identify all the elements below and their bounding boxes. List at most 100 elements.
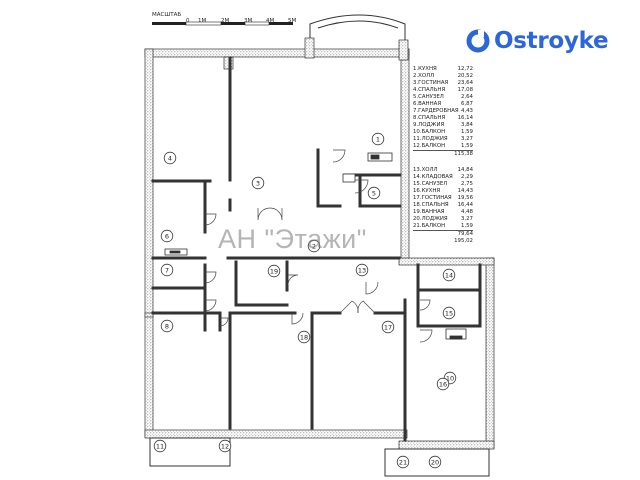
- legend-row: 20.ЛОДЖИЯ 3,27: [413, 216, 473, 223]
- legend-room-name: 16.КУХНЯ: [413, 188, 441, 194]
- room-marker: 13: [355, 263, 369, 277]
- legend-room-name: 18.СПАЛЬНЯ: [413, 202, 449, 208]
- ostroyke-logo: Ostroyke: [466, 26, 609, 56]
- legend-room-area: 2,64: [460, 94, 473, 100]
- room-number: 18: [300, 333, 308, 341]
- legend-row: 17.ГОСТИНАЯ 19,56: [413, 195, 473, 202]
- room-marker: 6: [160, 229, 174, 243]
- legend-room-area: 16,44: [457, 202, 473, 208]
- legend-room-name: 2.ХОЛЛ: [413, 73, 435, 79]
- legend-room-name: 19.ВАННАЯ: [413, 209, 445, 215]
- room-marker: 12: [218, 439, 232, 453]
- legend-room-name: 8.СПАЛЬНЯ: [413, 115, 446, 121]
- legend-room-name: 15.САНУЗЕЛ: [413, 181, 448, 187]
- legend-subtotal-2: 79,64: [413, 231, 473, 238]
- legend-room-name: 9.ЛОДЖИЯ: [413, 122, 445, 128]
- legend-room-area: 2,29: [460, 174, 473, 180]
- legend-room-area: 12,72: [457, 66, 473, 72]
- legend-room-area: 3,27: [460, 216, 473, 222]
- scale-ticks: 0 1М 2М 3М 4М 5М: [152, 18, 312, 25]
- room-number: 15: [445, 309, 453, 317]
- room-number: 6: [165, 232, 169, 240]
- legend-room-name: 21.БАЛКОН: [413, 223, 446, 229]
- room-number: 3: [256, 179, 260, 187]
- legend-room-name: 1.КУХНЯ: [413, 66, 437, 72]
- room-marker: 21: [396, 455, 410, 469]
- room-marker: 7: [160, 263, 174, 277]
- room-marker: 15: [442, 306, 456, 320]
- room-marker: 18: [297, 330, 311, 344]
- room-number: 14: [445, 271, 453, 279]
- room-marker: 11: [153, 439, 167, 453]
- room-number: 2: [312, 242, 316, 250]
- legend-row: 15.САНУЗЕЛ 2,75: [413, 181, 473, 188]
- room-marker: 19: [267, 264, 281, 278]
- subtotal-value: 115,38: [454, 151, 473, 157]
- legend-room-area: 2,75: [460, 181, 473, 187]
- exterior-walls: [144, 37, 495, 450]
- legend-row: 1.КУХНЯ 12,72: [413, 66, 473, 73]
- room-number: 13: [358, 266, 366, 274]
- total-value: 195,02: [454, 238, 473, 244]
- room-marker: 8: [160, 319, 174, 333]
- legend-room-area: 4,48: [460, 209, 473, 215]
- legend-subtotal-1: 115,38: [413, 151, 473, 158]
- legend-room-name: 20.ЛОДЖИЯ: [413, 216, 448, 222]
- scale-tick: 4М: [266, 18, 275, 24]
- legend-room-name: 5.САНУЗЕЛ: [413, 94, 444, 100]
- legend-room-name: 17.ГОСТИНАЯ: [413, 195, 452, 201]
- room-number: 16: [439, 380, 447, 388]
- legend-row: 5.САНУЗЕЛ 2,64: [413, 94, 473, 101]
- legend-room-name: 10.БАЛКОН: [413, 129, 446, 135]
- room-number: 12: [221, 442, 229, 450]
- room-marker: 2: [307, 239, 321, 253]
- room-number: 5: [372, 189, 376, 197]
- ostroyke-logo-icon: [466, 29, 490, 53]
- logo-text: Ostroyke: [494, 28, 609, 54]
- room-number: 4: [168, 154, 172, 162]
- room-number: 21: [399, 458, 407, 466]
- room-marker: 3: [251, 176, 265, 190]
- balconies: [149, 14, 490, 477]
- legend-row: 19.ВАННАЯ 4,48: [413, 209, 473, 216]
- legend-room-area: 17,08: [457, 87, 473, 93]
- legend-divider: [413, 230, 473, 231]
- legend-room-name: 11.ЛОДЖИЯ: [413, 136, 448, 142]
- room-marker: 16: [436, 377, 450, 391]
- legend-row: 21.БАЛКОН 1,59: [413, 223, 473, 230]
- legend-divider: [413, 150, 473, 151]
- room-number: 17: [384, 323, 392, 331]
- room-marker: 14: [442, 268, 456, 282]
- legend-room-name: 6.ВАННАЯ: [413, 101, 442, 107]
- room-marker: 1: [371, 132, 385, 146]
- room-marker: 4: [163, 151, 177, 165]
- scale-title: МАСШТАБ: [152, 12, 182, 18]
- scale-tick: 0: [186, 18, 190, 24]
- subtotal-value: 79,64: [457, 231, 473, 237]
- legend-room-area: 3,84: [460, 122, 473, 128]
- room-marker: 5: [367, 186, 381, 200]
- fixtures: [164, 152, 467, 340]
- room-number: 8: [165, 322, 169, 330]
- room-number: 11: [156, 442, 164, 450]
- room-number: 20: [431, 458, 439, 466]
- legend-room-name: 12.БАЛКОН: [413, 143, 446, 149]
- scale-tick: 5М: [288, 18, 297, 24]
- legend-room-area: 1,59: [460, 143, 473, 149]
- room-number: 10: [446, 374, 454, 382]
- room-marker: 20: [428, 455, 442, 469]
- legend-room-area: 14,84: [457, 167, 473, 173]
- door-swings: [204, 149, 433, 343]
- legend-room-area: 19,56: [457, 195, 473, 201]
- legend-room-area: 1,59: [460, 223, 473, 229]
- legend-room-area: 23,64: [457, 80, 473, 86]
